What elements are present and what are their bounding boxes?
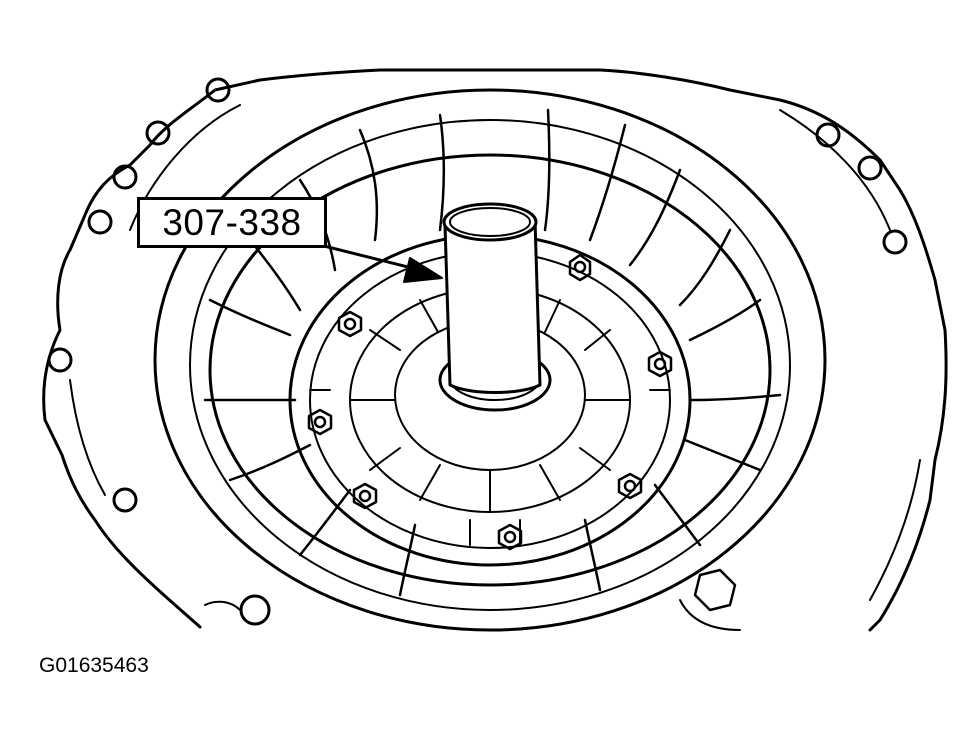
housing-inner-flange	[69, 104, 921, 601]
mounting-holes	[47, 77, 908, 626]
figure-id: G01635463	[39, 654, 149, 677]
tool-number: 307-338	[162, 201, 302, 243]
hub-spokes	[309, 289, 671, 546]
housing-bore	[153, 88, 827, 632]
converter-ring	[208, 153, 772, 587]
callout-arrow-head	[403, 257, 443, 283]
tool-top-rim	[449, 207, 531, 237]
lower-right-boss	[204, 599, 741, 631]
housing-bolt	[693, 568, 737, 612]
housing-bore-inner	[189, 119, 791, 611]
hex-bolt-icon	[307, 253, 673, 551]
tool-top	[442, 202, 538, 242]
bell-housing-outline	[42, 68, 948, 632]
tool-shaft	[443, 218, 542, 394]
converter-fins	[203, 108, 782, 597]
tool-callout-label: 307-338	[137, 197, 327, 248]
